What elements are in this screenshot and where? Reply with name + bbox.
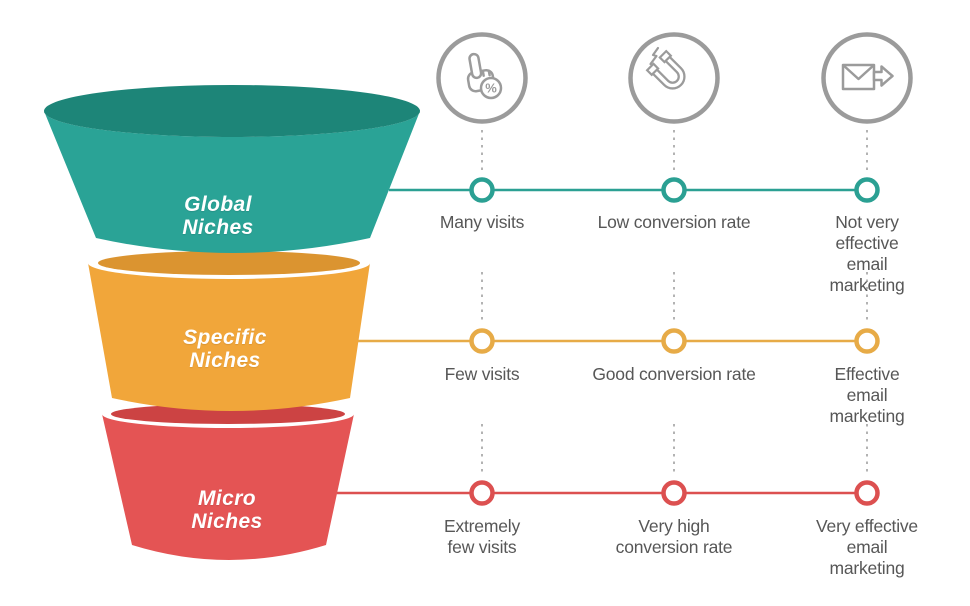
send-arrow xyxy=(872,65,894,87)
lightning-bolt-icon xyxy=(649,46,660,66)
dotted-guide xyxy=(481,424,868,476)
hand-finger xyxy=(468,52,483,80)
node-circle xyxy=(661,480,687,506)
node-circle xyxy=(661,177,687,203)
node-circle xyxy=(854,177,880,203)
metric-specific-email: Effective email marketing xyxy=(829,364,905,426)
funnel-tier-specific-body xyxy=(88,263,370,411)
magnet-attract-icon xyxy=(628,32,720,124)
funnel-label-micro: Micro Niches xyxy=(191,487,263,533)
node-circle xyxy=(469,177,495,203)
funnel-label-global: Global Niches xyxy=(182,193,254,239)
row-nodes-specific xyxy=(469,328,880,354)
connector-rows xyxy=(337,177,880,506)
metric-global-visits: Many visits xyxy=(439,212,525,232)
dotted-guides xyxy=(481,130,868,476)
hand-knuckles xyxy=(481,69,491,77)
funnel-tier-specific xyxy=(88,251,370,411)
funnel-label-specific: Specific Niches xyxy=(183,326,267,372)
metric-global-email: Not very effective email marketing xyxy=(829,212,905,295)
funnel xyxy=(44,85,420,560)
node-circle xyxy=(469,480,495,506)
magnet-body-hollow xyxy=(653,57,684,88)
node-circle xyxy=(854,480,880,506)
funnel-tier-global-body xyxy=(44,111,420,253)
funnel-tier-micro xyxy=(102,404,354,560)
metric-micro-conversion: Very high conversion rate xyxy=(615,516,733,557)
row-nodes-micro xyxy=(469,480,880,506)
metric-specific-visits: Few visits xyxy=(444,364,520,384)
envelope-flap xyxy=(842,64,875,81)
dotted-guide xyxy=(481,272,868,324)
metric-micro-visits: Extremely few visits xyxy=(444,516,520,557)
percent-badge xyxy=(479,76,503,100)
percent-badge-label: % xyxy=(485,81,497,96)
funnel-tier-micro-mouth xyxy=(111,404,345,424)
magnet-pole xyxy=(645,62,660,77)
icon-circle xyxy=(628,32,720,124)
email-send-icon xyxy=(821,32,913,124)
funnel-tier-global xyxy=(44,85,420,253)
header-icons: % xyxy=(436,32,913,124)
funnel-tier-micro-body xyxy=(102,414,354,560)
node-circle xyxy=(469,328,495,354)
metric-specific-conversion: Good conversion rate xyxy=(592,364,756,384)
funnel-tier-specific-mouth xyxy=(98,251,360,275)
magnet-pole xyxy=(658,49,673,64)
row-nodes-global xyxy=(469,177,880,203)
node-circle xyxy=(661,328,687,354)
hand-click-percent-icon: % xyxy=(436,32,528,124)
node-circle xyxy=(854,328,880,354)
metric-micro-email: Very effective email marketing xyxy=(816,516,918,578)
metric-global-conversion: Low conversion rate xyxy=(597,212,751,232)
dotted-guide xyxy=(481,130,868,172)
funnel-tier-global-mouth xyxy=(44,85,420,137)
